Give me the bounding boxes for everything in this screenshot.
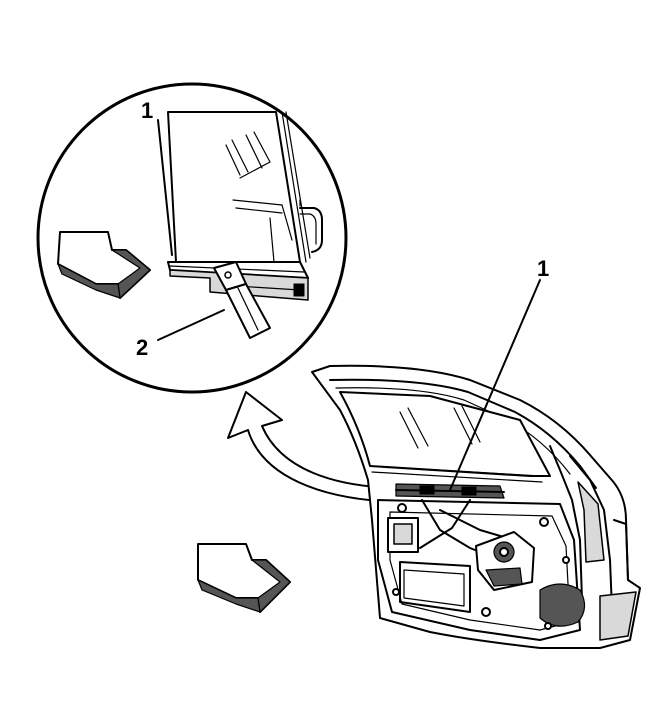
detail-callout-1: 1: [141, 98, 153, 123]
detail-leader-2: [157, 309, 225, 341]
detail-tool: [213, 261, 271, 339]
door-window-frame: [329, 378, 597, 489]
door-callout-1: 1: [537, 256, 549, 281]
door-assembly: 1: [311, 256, 641, 649]
detail-leader-1: [157, 119, 173, 256]
door-leader-1: [449, 279, 541, 491]
door-push-arrow: [197, 543, 291, 613]
detail-push-arrow: [57, 231, 151, 299]
detail-callout-2: 2: [136, 335, 148, 360]
detail-view: 1 2: [36, 82, 348, 394]
door-window-regulator: [387, 499, 535, 591]
magnify-arrow: [227, 391, 405, 503]
detail-tool-pin: [224, 271, 232, 279]
door-window-glass: [339, 391, 551, 477]
detail-glass-channel: [167, 261, 309, 301]
